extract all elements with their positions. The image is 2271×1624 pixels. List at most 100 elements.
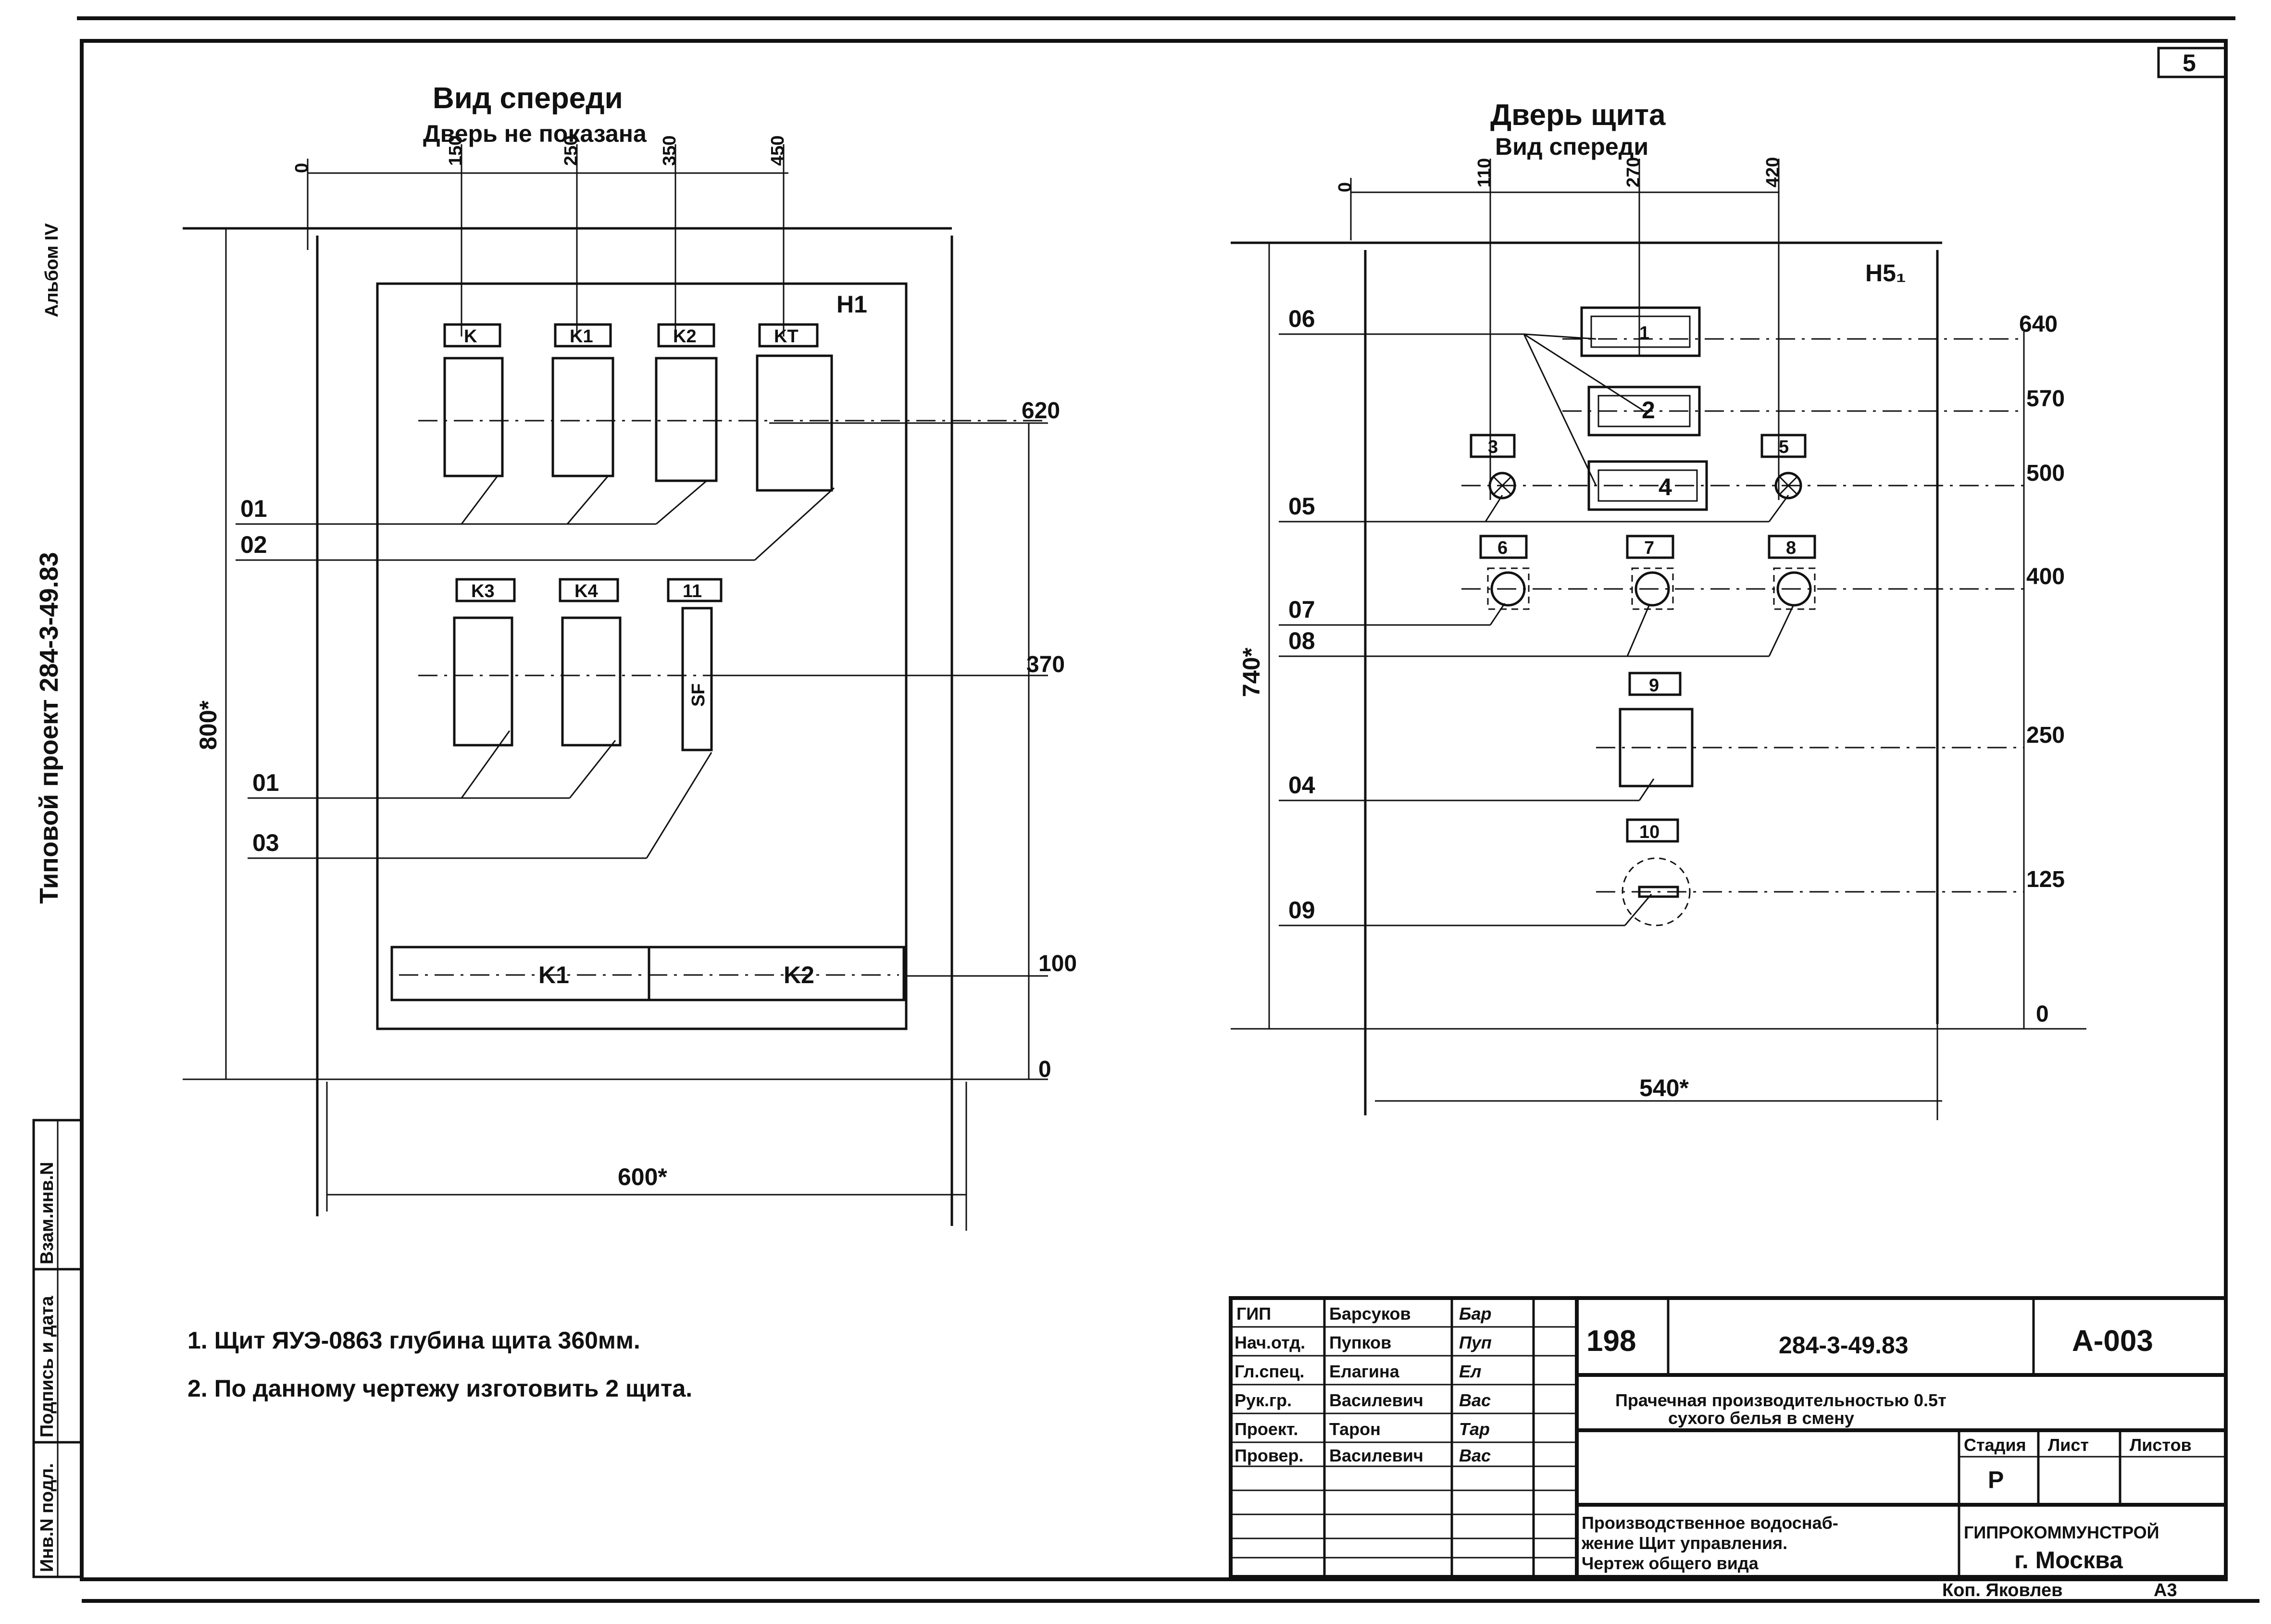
left-right-dim-0: 0 [1038, 1057, 1051, 1082]
side-margin: Типовой проект 284-3-49.83 Альбом IV Инв… [32, 223, 83, 1578]
device-tag-k: K [464, 326, 477, 347]
terminal-strips: K1 K2 [390, 946, 905, 1001]
left-top-dim-250: 250 [561, 136, 581, 166]
left-right-dim-370: 370 [1026, 652, 1065, 677]
left-view: Вид спереди Дверь не показана 0 150 250 … [183, 82, 1077, 1231]
tag-9: 9 [1649, 675, 1659, 696]
tb-stage: Р [1988, 1466, 2004, 1493]
name-gip: Барсуков [1329, 1304, 1411, 1324]
tb-desc-1: Производственное водоснаб- [1582, 1513, 1838, 1533]
left-width-dim: 600* [618, 1163, 667, 1190]
tb-org: ГИПРОКОММУНСТРОЙ [1964, 1522, 2159, 1542]
side-cell-sign: Подпись и дата [37, 1296, 57, 1437]
tb-format: А3 [2154, 1580, 2177, 1600]
callout-08: 08 [1288, 627, 1315, 654]
bus-label-k1: K1 [538, 962, 569, 988]
device-tag-k3: K3 [471, 581, 495, 601]
callout-06: 06 [1288, 305, 1315, 332]
signal-lamps: 3 5 [1461, 434, 2024, 500]
indicator-windows: 1 2 4 [1562, 306, 2024, 511]
role-designer: Проект. [1235, 1419, 1298, 1439]
tag-3: 3 [1488, 437, 1498, 457]
callout-05: 05 [1288, 493, 1315, 520]
album-label: Альбом IV [42, 223, 62, 317]
right-top-dim-270: 270 [1623, 157, 1644, 187]
tb-object-line1: Прачечная производительностью 0.5т [1615, 1390, 1947, 1410]
left-view-title: Вид спереди [433, 82, 623, 115]
right-dim-250: 250 [2026, 723, 2065, 748]
name-head: Пупков [1329, 1333, 1391, 1352]
left-top-dim-350: 350 [660, 136, 680, 166]
right-dim-0: 0 [2036, 1001, 2049, 1027]
tb-number: 198 [1586, 1324, 1636, 1358]
tag-7: 7 [1644, 538, 1654, 558]
right-dim-500: 500 [2026, 461, 2065, 486]
right-dim-570: 570 [2026, 386, 2065, 412]
role-gip: ГИП [1236, 1304, 1271, 1324]
right-callouts: 06 05 07 08 04 09 [1279, 305, 1794, 926]
tag-6: 6 [1497, 538, 1508, 558]
left-height-dim: 800* [195, 700, 222, 750]
name-group: Василевич [1329, 1390, 1423, 1410]
left-top-dim-0: 0 [292, 163, 312, 173]
signature-1: Бар [1459, 1304, 1492, 1324]
callout-02: 02 [240, 531, 267, 558]
role-group: Рук.гр. [1235, 1390, 1292, 1410]
tag-10: 10 [1639, 822, 1660, 842]
switch-block: 9 [1596, 672, 2024, 787]
left-right-dim-100: 100 [1038, 951, 1077, 976]
role-chief: Гл.спец. [1235, 1362, 1304, 1381]
tag-5: 5 [1779, 437, 1789, 457]
tb-copy: Коп. Яковлев [1942, 1580, 2063, 1600]
right-dim-400: 400 [2026, 564, 2065, 589]
left-panel-mark: H1 [836, 291, 867, 318]
push-buttons: 6 7 8 [1461, 535, 2024, 610]
name-checker: Василевич [1329, 1446, 1423, 1465]
signature-4: Вас [1459, 1390, 1491, 1410]
tb-sheets-hdr: Листов [2130, 1435, 2192, 1455]
callout-01a: 01 [240, 495, 267, 522]
page-number: 5 [2183, 50, 2196, 76]
tb-desc-2: жение Щит управления. [1581, 1533, 1787, 1553]
signature-5: Тар [1459, 1419, 1490, 1439]
key-switch: 10 [1596, 818, 2024, 926]
left-callouts: 01 02 01 03 [236, 475, 835, 859]
callout-04: 04 [1288, 772, 1315, 799]
tb-sheet-code: А-003 [2072, 1324, 2153, 1358]
title-block: ГИП Нач.отд. Гл.спец. Рук.гр. Проект. Пр… [1229, 1296, 2228, 1600]
sf-label: SF [688, 683, 709, 707]
note-2: 2. По данному чертежу изготовить 2 щита. [187, 1375, 692, 1402]
window-label-4: 4 [1659, 474, 1672, 500]
right-top-dim-420: 420 [1763, 157, 1783, 187]
mounting-plate [376, 282, 908, 1030]
name-chief: Елагина [1329, 1362, 1400, 1381]
upper-devices: K K1 K2 KT [418, 323, 1048, 492]
right-view-subtitle: Вид спереди [1495, 133, 1648, 160]
device-tag-k1: K1 [570, 326, 593, 347]
right-view-title: Дверь щита [1490, 99, 1666, 132]
side-cell-inv: Инв.N подл. [37, 1463, 57, 1572]
tb-city: г. Москва [2014, 1547, 2123, 1574]
device-tag-k4: K4 [574, 581, 598, 601]
left-view-subtitle: Дверь не показана [423, 120, 647, 147]
right-top-dim-0: 0 [1335, 182, 1355, 192]
left-top-dim-450: 450 [768, 136, 788, 166]
right-width-dim: 540* [1639, 1074, 1689, 1101]
signature-3: Ел [1459, 1362, 1481, 1381]
device-tag-kt: KT [774, 326, 799, 347]
role-head: Нач.отд. [1235, 1333, 1305, 1352]
right-panel-mark: H5₁ [1865, 260, 1906, 287]
name-designer: Тарон [1329, 1419, 1381, 1439]
tb-stage-hdr: Стадия [1964, 1435, 2026, 1455]
tb-project: 284-3-49.83 [1779, 1332, 1909, 1359]
right-dim-640: 640 [2019, 312, 2058, 337]
side-cell-replace: Взам.инв.N [37, 1162, 57, 1264]
notes: 1. Щит ЯУЭ-0863 глубина щита 360мм. 2. П… [187, 1327, 692, 1402]
window-label-1: 1 [1639, 323, 1649, 343]
lower-devices: K3 K4 11 SF [418, 578, 1048, 751]
tb-desc-3: Чертеж общего вида [1582, 1553, 1759, 1573]
left-top-dim-150: 150 [446, 136, 466, 166]
series-label: Типовой проект 284-3-49.83 [35, 552, 63, 904]
callout-09: 09 [1288, 897, 1315, 924]
